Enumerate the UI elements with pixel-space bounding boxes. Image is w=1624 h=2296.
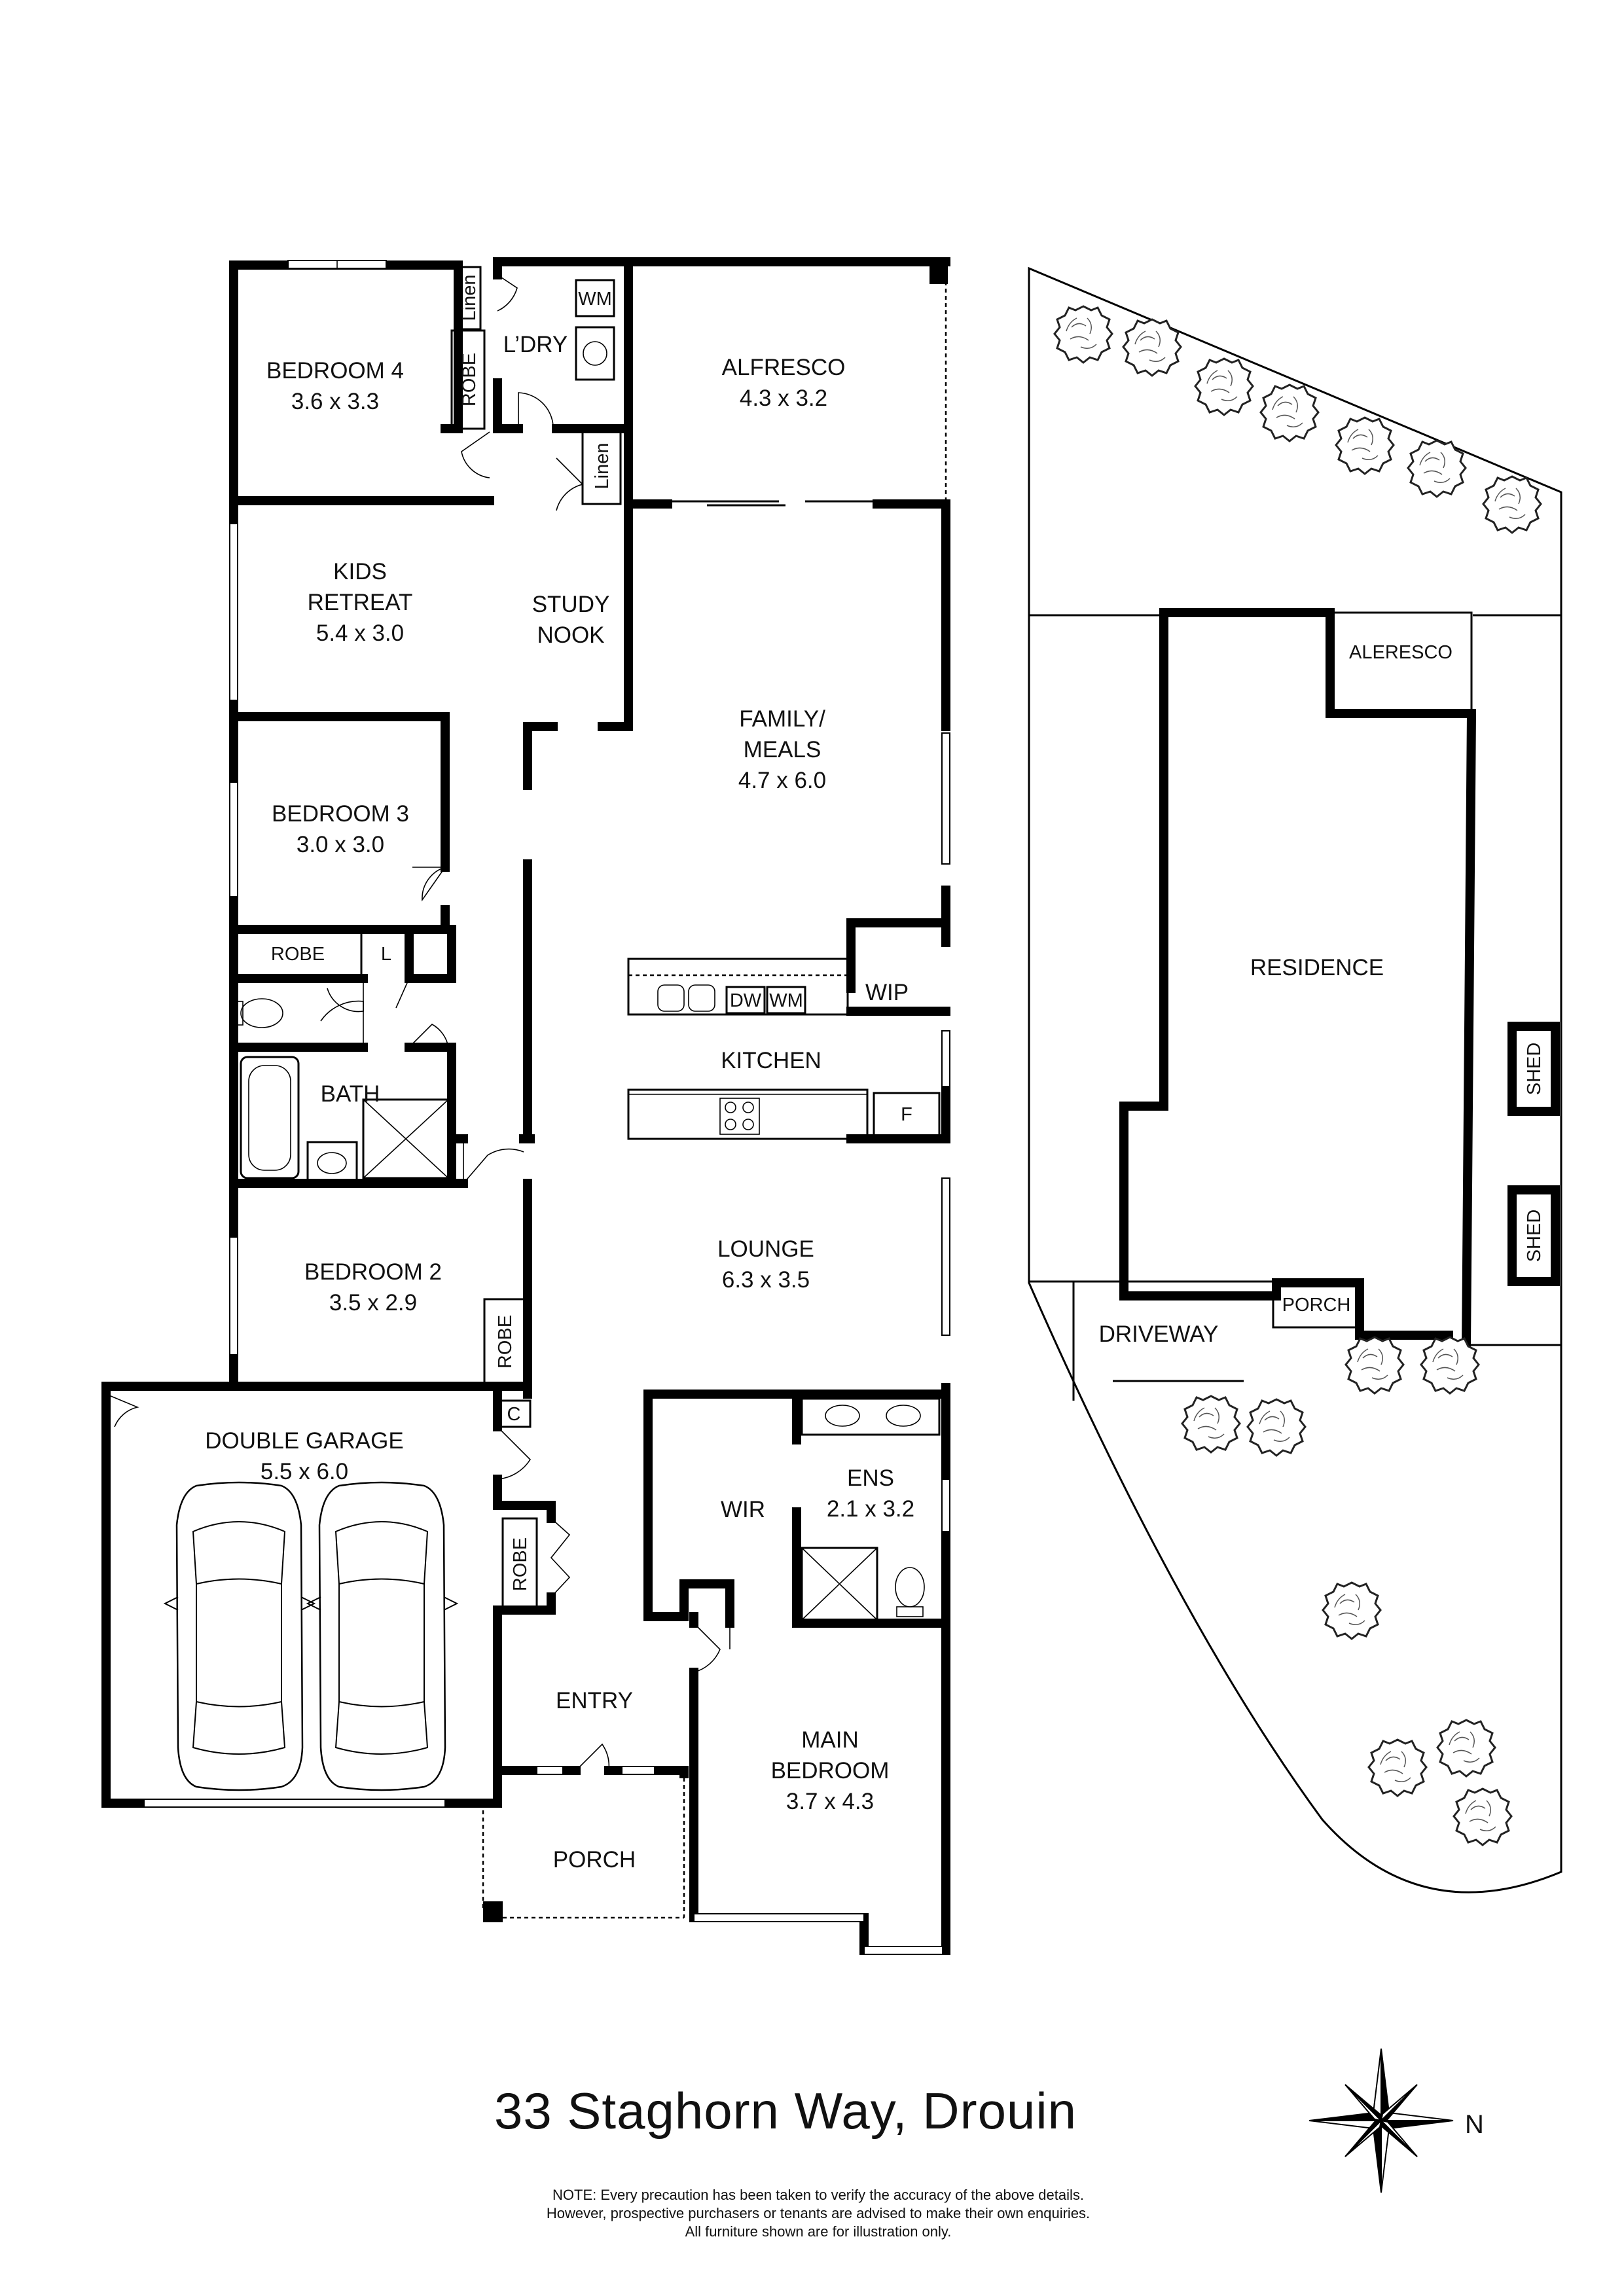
fixture-labels: Linen ROBE WM Linen ROBE L DW WM F ROBE …: [271, 275, 912, 1592]
kitchen-name: KITCHEN: [721, 1048, 821, 1073]
robe-entry-label: ROBE: [510, 1537, 531, 1591]
kids-retreat-name-2: RETREAT: [308, 590, 413, 615]
fridge-label: F: [901, 1104, 912, 1125]
site-driveway-label: DRIVEWAY: [1099, 1321, 1219, 1347]
family-meals-name-2: MEALS: [744, 737, 821, 762]
windows: [143, 260, 950, 1955]
north-label: N: [1465, 2110, 1484, 2139]
kids-retreat-dims: 5.4 x 3.0: [316, 620, 404, 646]
laundry-name: L’DRY: [503, 332, 568, 357]
ensuite-name: ENS: [847, 1465, 894, 1491]
bedroom4-dims: 3.6 x 3.3: [291, 389, 379, 414]
wm-laundry-label: WM: [578, 289, 612, 310]
property-address: 33 Staghorn Way, Drouin: [494, 2082, 1077, 2140]
compass-rose-icon: [1308, 2048, 1454, 2193]
family-meals-dims: 4.7 x 6.0: [738, 768, 826, 793]
bedroom2-dims: 3.5 x 2.9: [329, 1290, 417, 1316]
garage-cars: [164, 1481, 458, 1791]
main-bedroom-name-1: MAIN: [801, 1727, 859, 1753]
robe-bedroom2-label: ROBE: [495, 1315, 516, 1369]
porch-name: PORCH: [553, 1847, 636, 1873]
alfresco-name: ALFRESCO: [722, 355, 846, 380]
disclaimer-note: NOTE: Every precaution has been taken to…: [393, 2186, 1244, 2241]
disclaimer-line: However, prospective purchasers or tenan…: [546, 2205, 1091, 2221]
room-labels: BEDROOM 4 3.6 x 3.3 L’DRY ALFRESCO 4.3 x…: [205, 332, 914, 1873]
kids-retreat-name-1: KIDS: [333, 559, 387, 584]
site-plan: [1028, 266, 1562, 1893]
study-nook-name-2: NOOK: [537, 622, 604, 648]
garage-dims: 5.5 x 6.0: [261, 1459, 348, 1484]
bedroom3-dims: 3.0 x 3.0: [297, 832, 384, 857]
linen-small-label: L: [381, 944, 391, 965]
dw-label: DW: [730, 990, 762, 1011]
disclaimer-line: All furniture shown are for illustration…: [685, 2223, 952, 2240]
robe-bedroom3-label: ROBE: [271, 944, 325, 965]
entry-name: ENTRY: [556, 1688, 633, 1713]
site-porch-label: PORCH: [1282, 1295, 1351, 1316]
garage-name: DOUBLE GARAGE: [205, 1428, 403, 1454]
bedroom3-name: BEDROOM 3: [272, 801, 409, 827]
wir-name: WIR: [721, 1497, 765, 1522]
bedroom4-name: BEDROOM 4: [266, 358, 404, 384]
family-meals-name-1: FAMILY/: [739, 706, 825, 732]
dashed-outlines: [482, 281, 947, 1919]
main-bedroom-name-2: BEDROOM: [771, 1758, 890, 1784]
site-alfresco-label: ALERESCO: [1349, 642, 1453, 663]
wm-kitchen-label: WM: [769, 990, 803, 1011]
ensuite-dims: 2.1 x 3.2: [827, 1496, 914, 1522]
robe-bedroom4-label: ROBE: [459, 353, 480, 406]
wip-name: WIP: [865, 980, 909, 1005]
door-swings: [105, 274, 731, 1771]
linen-lower-label: Linen: [592, 443, 613, 490]
bedroom2-name: BEDROOM 2: [304, 1259, 442, 1285]
disclaimer-line: NOTE: Every precaution has been taken to…: [552, 2187, 1084, 2203]
site-labels: RESIDENCE ALERESCO PORCH DRIVEWAY SHED S…: [1099, 642, 1545, 1347]
linen-upper-label: Linen: [459, 275, 480, 321]
bath-name: BATH: [321, 1081, 380, 1107]
alfresco-dims: 4.3 x 3.2: [740, 386, 827, 411]
fixtures: [232, 266, 941, 1621]
site-shed-2-label: SHED: [1524, 1210, 1545, 1263]
lounge-name: LOUNGE: [717, 1236, 814, 1262]
house-walls: [101, 257, 950, 1955]
site-shed-1-label: SHED: [1524, 1043, 1545, 1096]
main-bedroom-dims: 3.7 x 4.3: [786, 1789, 874, 1814]
lounge-dims: 6.3 x 3.5: [722, 1267, 810, 1293]
study-nook-name-1: STUDY: [532, 592, 610, 617]
cupboard-label: C: [507, 1404, 521, 1425]
site-residence-label: RESIDENCE: [1250, 955, 1384, 980]
